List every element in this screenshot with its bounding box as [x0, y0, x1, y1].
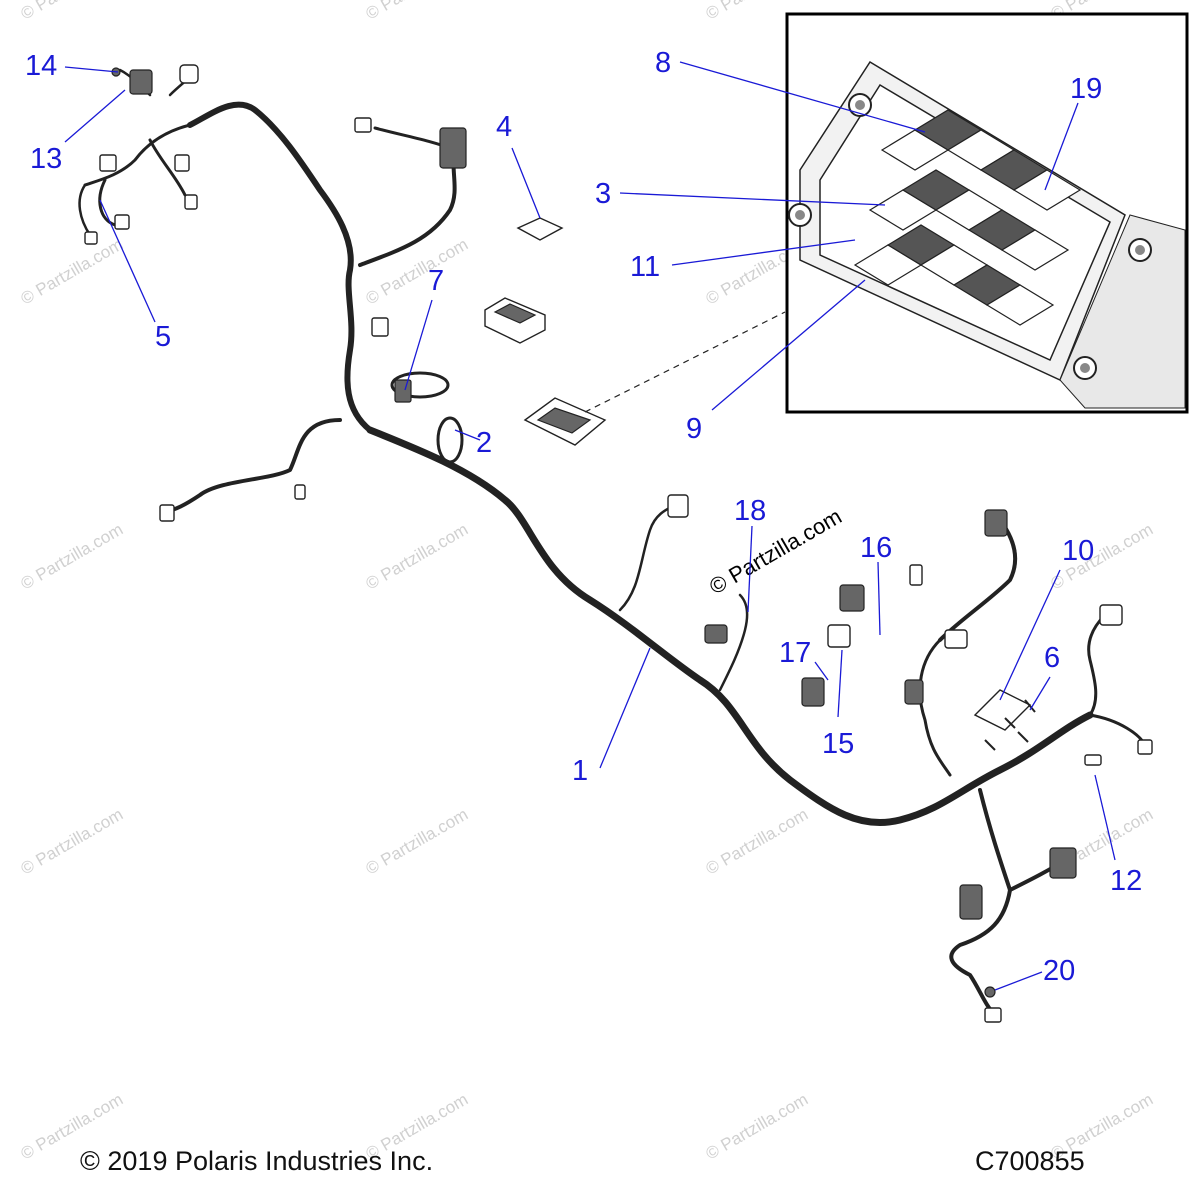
connector-part	[184, 194, 198, 210]
callout-19: 19	[1070, 73, 1102, 105]
connector-part	[114, 214, 130, 230]
connector-part	[944, 629, 968, 649]
callout-12: 12	[1110, 865, 1142, 897]
connector-part	[984, 1007, 1002, 1023]
callout-3: 3	[595, 178, 611, 210]
connector-part	[839, 584, 865, 612]
connector-part	[1049, 847, 1077, 879]
connector-part	[667, 494, 689, 518]
connector-part	[371, 317, 389, 337]
connector-part	[394, 379, 412, 403]
callout-18: 18	[734, 495, 766, 527]
watermark: © Partzilla.com	[703, 805, 812, 879]
callout-11: 11	[630, 251, 660, 283]
callout-5: 5	[155, 321, 171, 353]
watermark: © Partzilla.com	[363, 235, 472, 309]
watermark: © Partzilla.com	[18, 0, 127, 23]
connector-part	[159, 504, 175, 522]
screw-part	[1004, 717, 1016, 729]
callout-13: 13	[30, 143, 62, 175]
callout-1: 1	[572, 755, 588, 787]
component-shapes	[84, 64, 1153, 1023]
watermark: © Partzilla.com	[363, 0, 472, 23]
center-watermark: © Partzilla.com	[705, 504, 846, 600]
screw-part	[984, 739, 996, 751]
connector-part	[1137, 739, 1153, 755]
callout-8: 8	[655, 47, 671, 79]
screw-part	[1024, 699, 1036, 713]
watermark: © Partzilla.com	[363, 805, 472, 879]
module-part	[484, 297, 546, 344]
connector-part	[354, 117, 372, 133]
connector-part	[959, 884, 983, 920]
callout-labels: 1 2 3 4 5 6 7 8 9 10 11 12 13 14 15 16 1…	[25, 47, 1142, 987]
connector-part	[1084, 754, 1102, 766]
connector-part	[99, 154, 117, 172]
connector-part	[294, 484, 306, 500]
callout-10: 10	[1062, 535, 1094, 567]
main-wire-harness	[78, 68, 1147, 1017]
callout-17: 17	[779, 637, 811, 669]
screw-part	[1017, 731, 1029, 743]
callout-6: 6	[1044, 642, 1060, 674]
connector-part	[984, 509, 1008, 537]
connector-part	[179, 64, 199, 84]
connector-part	[129, 69, 153, 95]
fastener-part	[984, 986, 996, 998]
label-part	[516, 217, 564, 241]
connector-part	[174, 154, 190, 172]
copyright-text: © 2019 Polaris Industries Inc.	[80, 1146, 433, 1176]
fuse-box-detail-inset	[785, 12, 1189, 414]
callout-4: 4	[496, 111, 512, 143]
callout-9: 9	[686, 413, 702, 445]
watermark: © Partzilla.com	[18, 235, 127, 309]
callout-2: 2	[476, 427, 492, 459]
watermark: © Partzilla.com	[363, 520, 472, 594]
callout-20: 20	[1043, 955, 1075, 987]
leader-lines	[64, 61, 1116, 991]
connector-part	[904, 679, 924, 705]
watermark: © Partzilla.com	[18, 805, 127, 879]
callout-7: 7	[428, 265, 444, 297]
connector-part	[1099, 604, 1123, 626]
connector-part	[801, 677, 825, 707]
callout-15: 15	[822, 728, 854, 760]
connector-part	[439, 127, 467, 169]
detail-leader-dashed	[584, 311, 786, 413]
connector-part	[827, 624, 851, 648]
connector-part	[84, 231, 98, 245]
fuse-box-part	[523, 397, 607, 446]
watermark: © Partzilla.com	[703, 1090, 812, 1164]
callout-16: 16	[860, 532, 892, 564]
watermark: © Partzilla.com	[18, 520, 127, 594]
connector-part	[909, 564, 923, 586]
connector-part	[704, 624, 728, 644]
drawing-id: C700855	[975, 1146, 1085, 1176]
callout-14: 14	[25, 50, 57, 82]
